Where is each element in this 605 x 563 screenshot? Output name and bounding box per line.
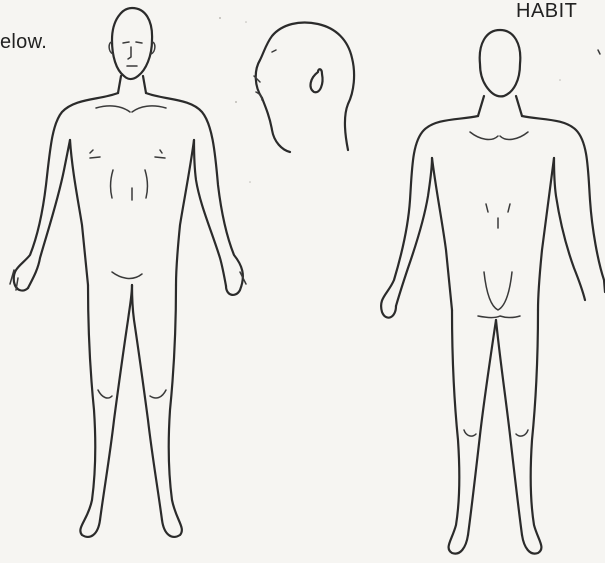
- head-profile-icon: [254, 23, 354, 153]
- front-body-icon: [10, 8, 246, 537]
- back-body-icon: [381, 30, 605, 554]
- scan-speckles: [219, 17, 561, 183]
